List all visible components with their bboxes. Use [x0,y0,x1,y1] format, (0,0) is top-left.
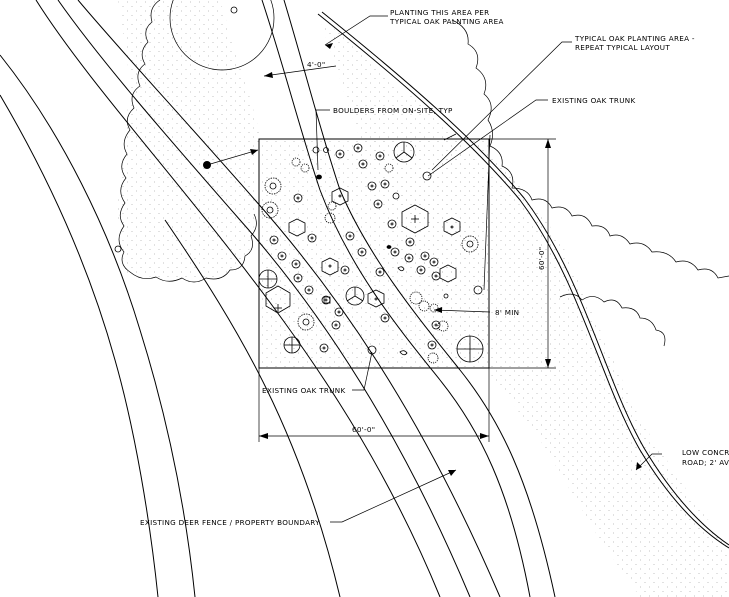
existing-oak-trunk [422,171,432,181]
tree-symbol [283,336,301,354]
annotations: PLANTING THIS AREA PER TYPICAL OAK PALNT… [140,8,729,527]
hexagon-plant [321,257,339,276]
hexagon-plant [439,264,457,283]
hexagon-plant [331,187,349,206]
existing-oak-canopy-circle [169,0,275,71]
existing-oak-trunk [473,285,483,295]
road-label-line1: LOW CONCRE [682,448,729,457]
planting-area-label-line1: PLANTING THIS AREA PER [390,8,489,17]
leader-arrow-head [250,149,258,155]
small-perennial [269,143,441,353]
shrub-large [261,201,279,219]
width-dimension: 60'-0" [352,425,375,434]
shrub-large [297,313,315,331]
road-edge [317,11,729,549]
oak-trunk-label-bottom: EXISTING OAK TRUNK [262,386,345,395]
multi-trunk-tree [393,141,415,163]
tree-symbol [456,335,484,363]
oak-trunk-label-top: EXISTING OAK TRUNK [552,96,635,105]
leader-arrow-head [325,43,333,49]
tree-symbol [258,269,278,289]
shrub-large [264,177,282,195]
plant-symbols [114,141,484,364]
path-lanes [261,0,556,597]
height-dimension: 60'-0" [537,247,546,270]
dimension-lines [258,65,556,442]
hexagon-plant [265,285,291,314]
hexagon-plant [288,218,306,237]
shrub-large [461,235,479,253]
min-spacing-dimension: 8' MIN [495,308,519,317]
hexagon-plant [367,289,385,308]
leader-lines [206,15,662,523]
existing-oak-trunk [367,345,377,355]
boulders [316,174,408,356]
typical-layout-label-line2: REPEAT TYPICAL LAYOUT [575,43,670,52]
stippled-planting-band [117,0,262,280]
property-curves [0,0,501,597]
small-circle-marker [230,6,238,14]
dimension-arrows [259,72,551,439]
planting-area-label-line2: TYPICAL OAK PALNTING AREA [389,17,504,26]
oak-canopy-outline [118,0,729,347]
road-label-line2: ROAD; 2' AV [682,458,729,467]
typical-planting-square [258,138,490,369]
leader-arrow-head [448,470,456,476]
boulders-label: BOULDERS FROM ON-SITE, TYP [333,106,453,115]
deer-fence-label: EXISTING DEER FENCE / PROPERTY BOUNDARY [140,518,320,527]
leader-arrow-head [636,462,642,470]
hexagon-plant [443,217,461,236]
hexagon-plant [401,204,429,234]
small-shrub-dashed [291,157,449,364]
multi-trunk-tree [345,286,365,306]
path-width-dimension: 4'-0" [307,60,326,69]
fence-marker-dot [203,161,211,169]
typical-layout-label-line1: TYPICAL OAK PLANTING AREA - [574,34,695,43]
